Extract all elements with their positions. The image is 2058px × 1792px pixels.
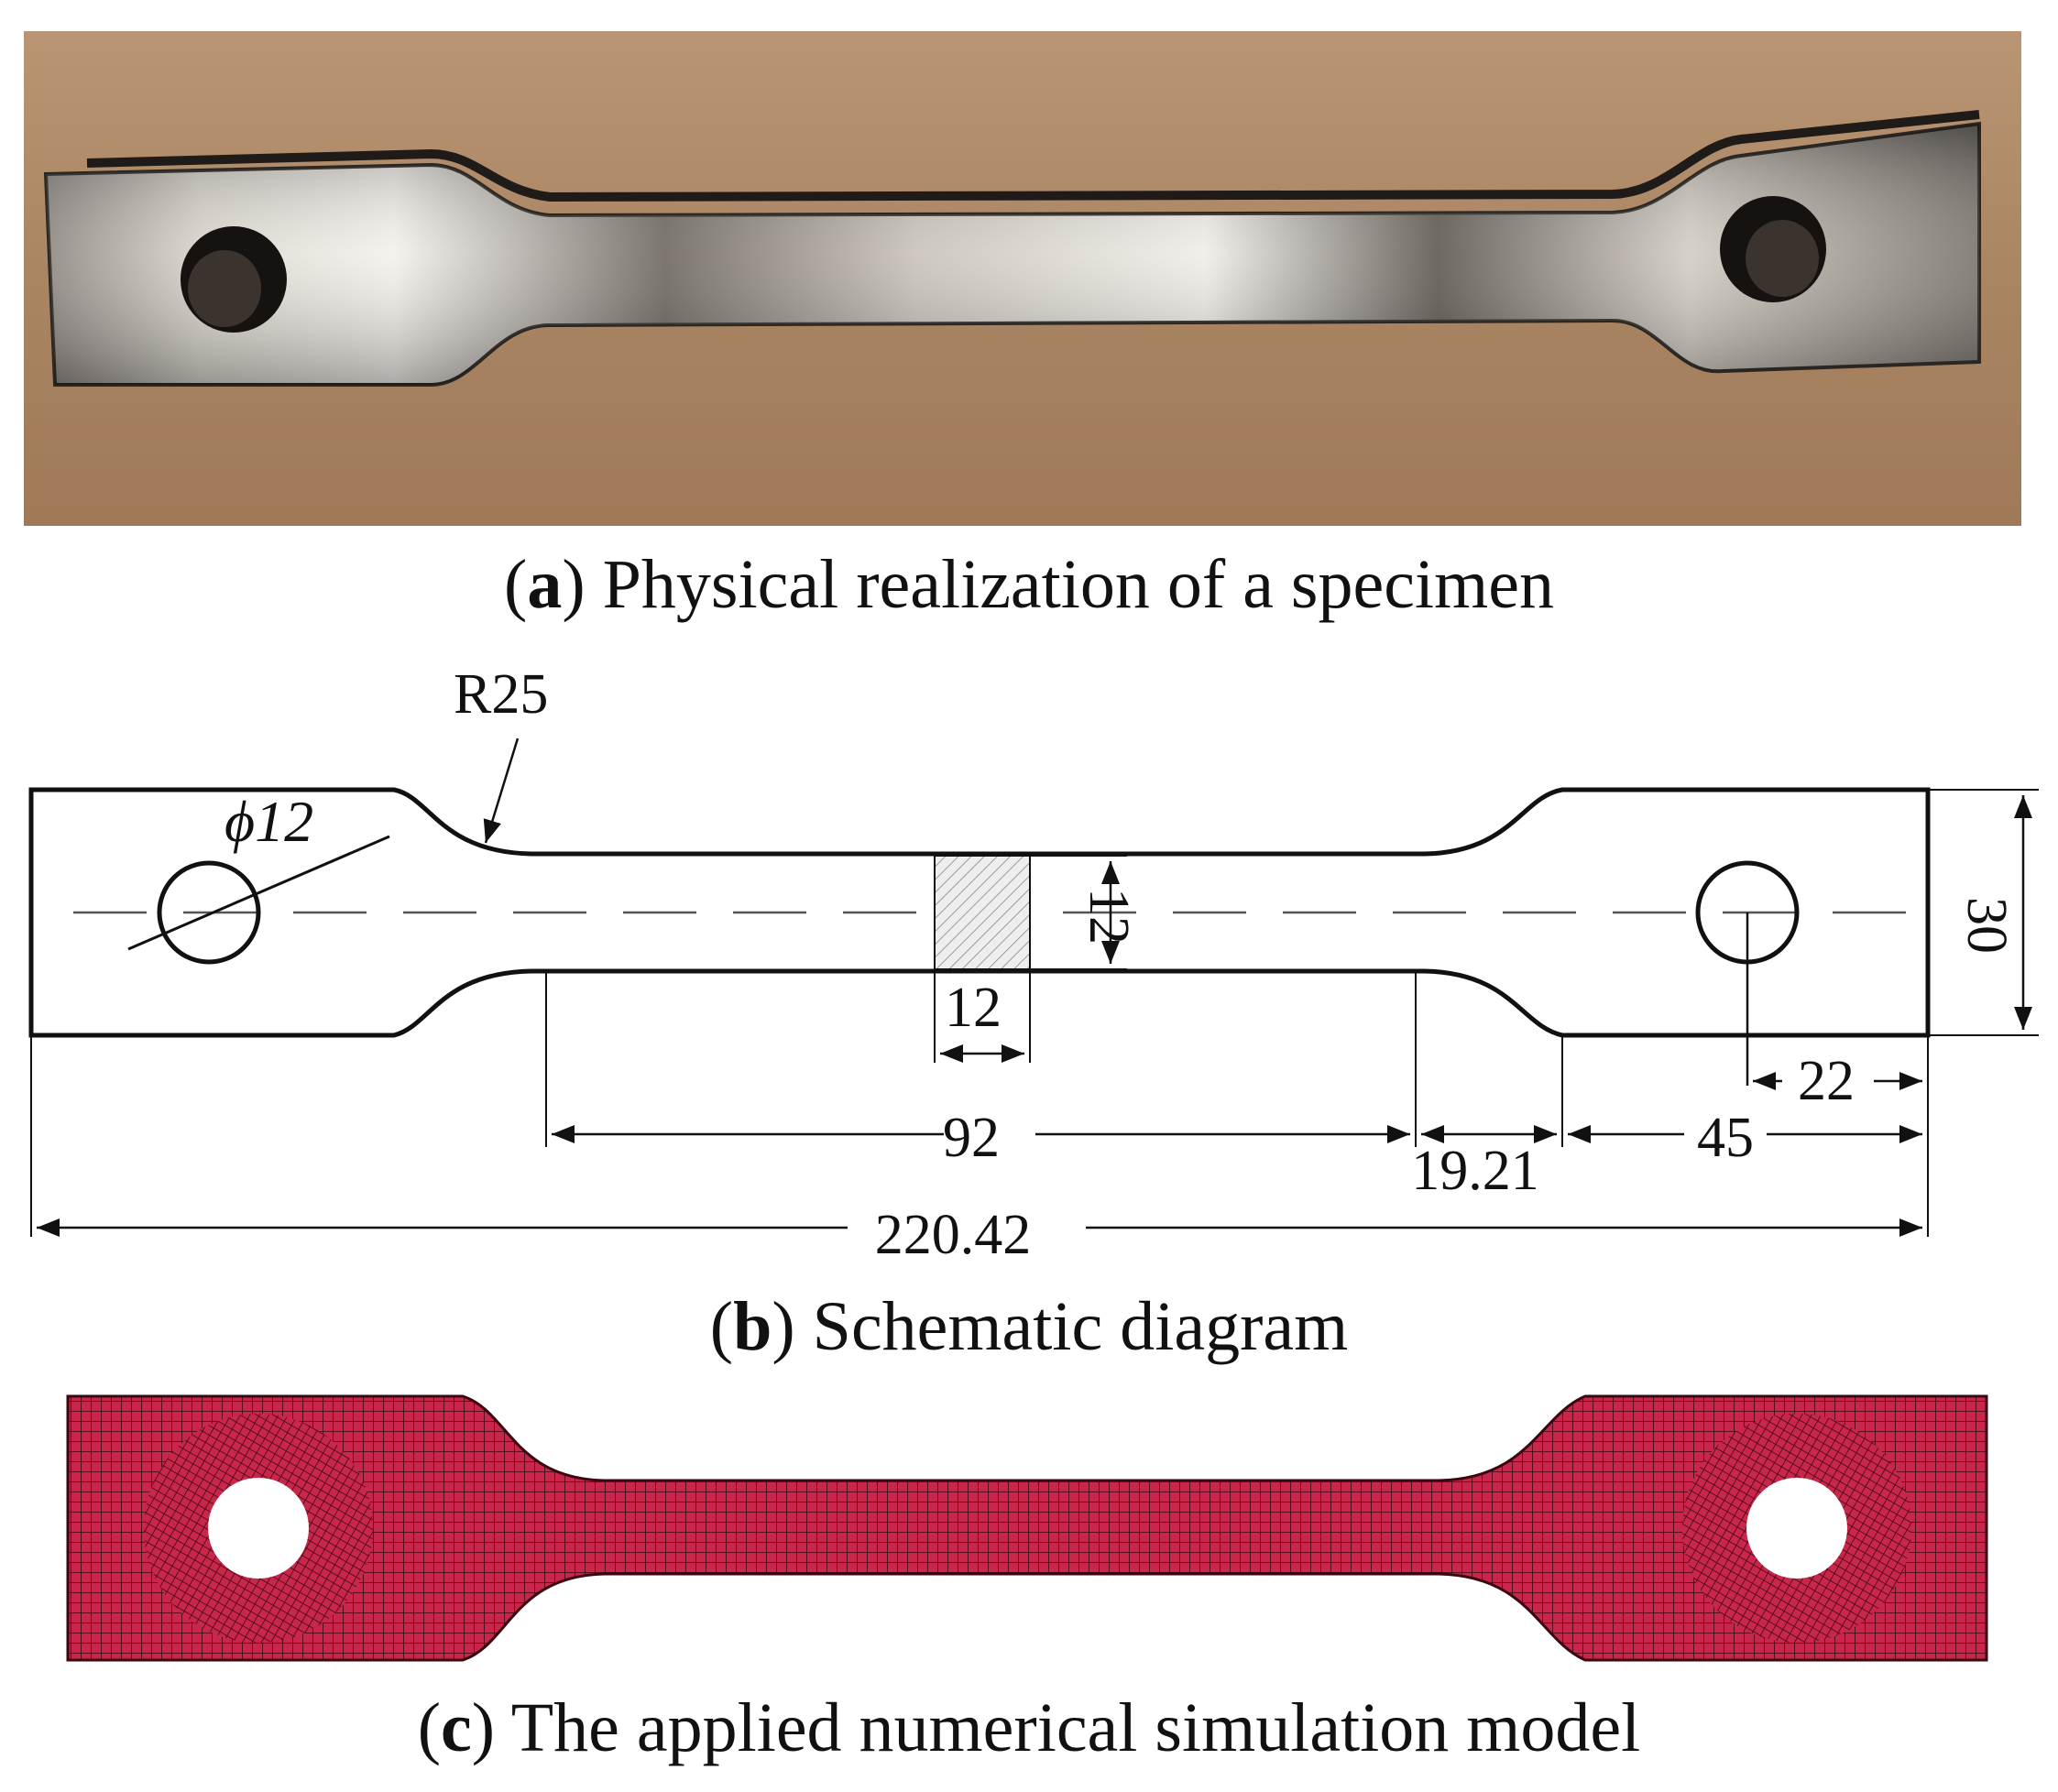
caption-b: (b) Schematic diagram bbox=[709, 1288, 1349, 1365]
radius-leader bbox=[483, 738, 520, 844]
mesh-ring-left bbox=[144, 1414, 373, 1643]
photo-specimen bbox=[43, 121, 1981, 387]
mesh-hole-left-icon bbox=[208, 1478, 309, 1579]
label-square-width: 12 bbox=[945, 977, 1002, 1039]
photo-background bbox=[24, 31, 2021, 526]
caption-c: (c) The applied numerical simulation mod… bbox=[417, 1689, 1641, 1766]
photo-hole-left-icon bbox=[181, 226, 287, 333]
mesh-body bbox=[66, 1394, 1988, 1662]
label-transition: 19.21 bbox=[1411, 1140, 1539, 1202]
hole-diameter-leader bbox=[127, 835, 390, 951]
photo-hole-right-icon bbox=[1720, 196, 1826, 302]
caption-a: (a) Physical realization of a specimen bbox=[504, 546, 1554, 623]
label-total-length: 220.42 bbox=[875, 1204, 1032, 1266]
mesh-ring-right bbox=[1682, 1414, 1911, 1643]
label-width: 30 bbox=[1955, 897, 2018, 954]
label-gauge-length: 92 bbox=[943, 1107, 1000, 1169]
label-hole-offset: 22 bbox=[1798, 1050, 1855, 1112]
specimen-outline bbox=[28, 787, 1931, 1038]
label-grip-length: 45 bbox=[1697, 1107, 1754, 1169]
label-gauge-width: 12 bbox=[1078, 888, 1140, 945]
hole-left-icon bbox=[157, 860, 261, 965]
gauge-hatch bbox=[934, 855, 1031, 970]
label-radius: R25 bbox=[454, 663, 548, 726]
hole-right-icon bbox=[1695, 860, 1800, 965]
label-hole-diameter: ϕ12 bbox=[224, 789, 313, 854]
mesh-hole-right-icon bbox=[1746, 1478, 1847, 1579]
